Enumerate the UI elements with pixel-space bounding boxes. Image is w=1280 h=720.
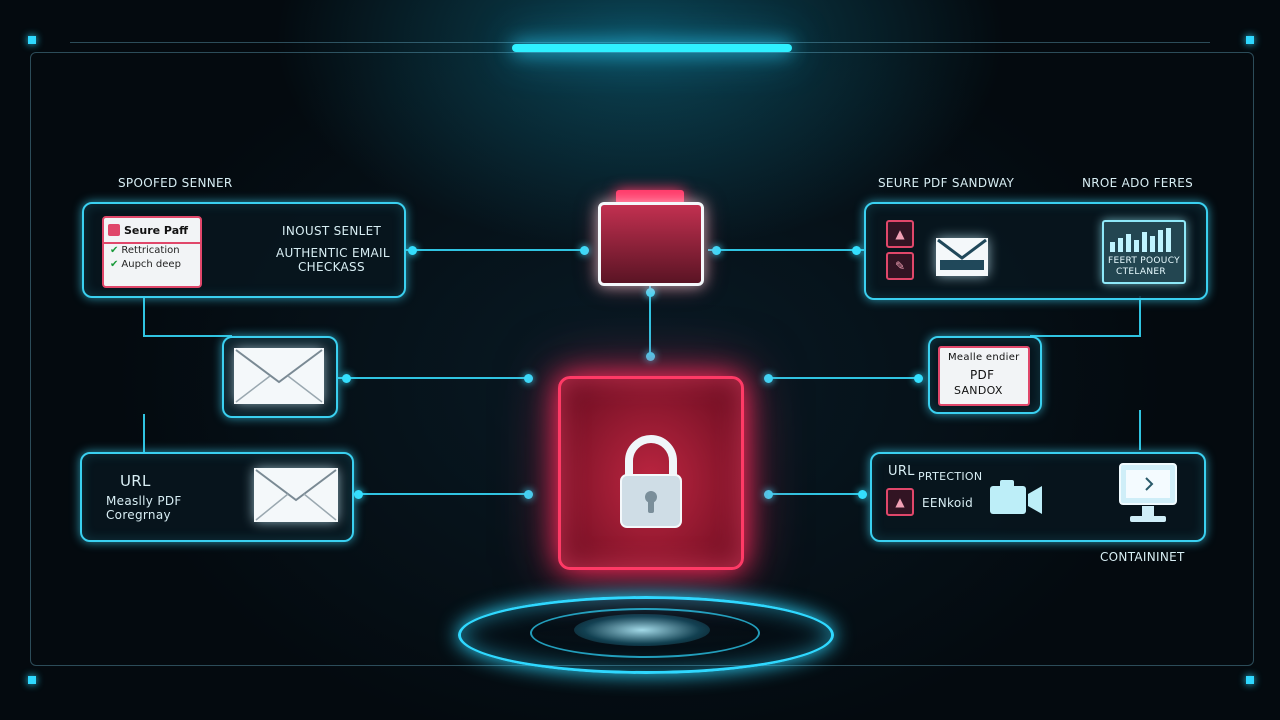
box-title: CHECKASS [298,260,365,274]
card-text: PDF [970,368,995,382]
monitor-icon [1119,463,1177,522]
box-subtitle: Measlly PDF [106,494,182,508]
warning-icon: ▲ [886,488,914,516]
node-dot [764,490,773,499]
corner-marker [1246,36,1254,44]
node-dot [764,374,773,383]
node-dot [914,374,923,383]
edit-icon: ✎ [886,252,914,280]
card-text: Mealle endier [948,352,1020,363]
right-bottom-box[interactable]: URL PRTECTION ▲ EENkoid [870,452,1206,542]
box-title: URL [120,472,151,490]
center-top-glow [616,190,684,204]
envelope-icon [254,468,338,522]
check-icon: ✔ [110,259,119,270]
node-dot [646,352,655,361]
padlock-icon [620,435,682,528]
node-dot [580,246,589,255]
label-spoofed-sender: SPOOFED SENNER [118,176,233,190]
corner-marker [28,36,36,44]
node-dot [354,490,363,499]
node-dot [524,490,533,499]
node-dot [408,246,417,255]
holo-platform [458,596,834,674]
warning-icon: ▲ [886,220,914,248]
check-icon: ✔ [110,245,119,256]
label-secure-pdf-gateway: SEURE PDF SANDWAY [878,176,1015,190]
node-dot [858,490,867,499]
label-nroe-ado-feres: NROE ADO FERES [1082,176,1194,190]
right-top-box[interactable]: ▲ ✎ FEERT POOUCY CTELANER [864,202,1208,300]
left-top-box[interactable]: Seure Paff ✔Rettrication ✔Aupch deep INO… [82,202,406,298]
secure-pdf-card: Seure Paff ✔Rettrication ✔Aupch deep [102,216,202,288]
corner-marker [1246,676,1254,684]
left-bottom-box[interactable]: URL Measlly PDF Coregrnay [80,452,354,542]
box-title: AUTHENTIC EMAIL [276,246,390,260]
card-text: SANDOX [954,384,1003,397]
node-dot [524,374,533,383]
node-dot [646,288,655,297]
pdf-sandbox-card: Mealle endier PDF SANDOX [938,346,1030,406]
box-subtitle: EENkoid [922,496,974,510]
corner-marker [28,676,36,684]
node-dot [712,246,721,255]
monitor-text: FEERT POOUCY [1108,256,1180,266]
node-dot [852,246,861,255]
holo-core [574,614,710,646]
node-dot [342,374,351,383]
central-lock-box[interactable] [558,376,744,570]
envelope-icon [936,238,988,276]
box-title: URL [888,464,915,479]
right-mid-box[interactable]: Mealle endier PDF SANDOX [928,336,1042,414]
box-title: INOUST SENLET [282,224,382,238]
envelope-icon [234,348,324,404]
monitor-icon: FEERT POOUCY CTELANER [1102,220,1186,284]
left-mid-box[interactable] [222,336,338,418]
center-top-box[interactable] [598,202,704,286]
padlock-icon [108,224,120,236]
holo-ring [530,608,760,658]
monitor-text: CTELANER [1116,267,1166,277]
card-title: Seure Paff [124,223,189,237]
chart-icon [1110,228,1171,252]
top-divider [70,42,1210,43]
label-container: CONTAININET [1100,550,1185,564]
card-row: Aupch deep [121,259,181,270]
box-subtitle: Coregrnay [106,508,171,522]
top-glow-bar [512,44,792,52]
card-row: Rettrication [121,245,180,256]
box-title: PRTECTION [918,470,983,483]
camera-icon [990,480,1042,514]
